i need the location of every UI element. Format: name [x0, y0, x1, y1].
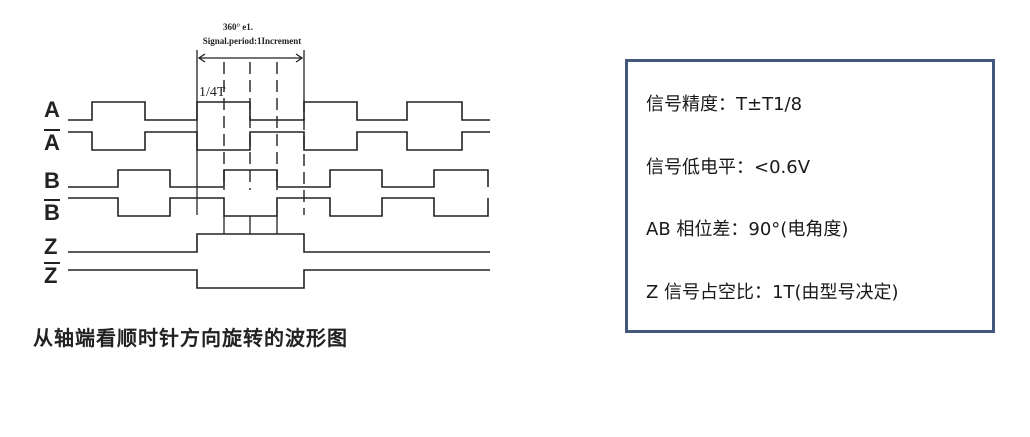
waveform-diagram: 360° e1. Signal.period:1Increment 1/4T A…: [44, 22, 490, 289]
spec-label: Z 信号占空比：: [646, 282, 773, 303]
waveform-z: [68, 233, 490, 253]
spec-phase-difference: AB 相位差：90°(电角度): [646, 215, 848, 241]
spec-z-duty-cycle: Z 信号占空比：1T(由型号决定): [646, 278, 899, 304]
waveform-b: [68, 169, 489, 188]
spec-value: 90°(电角度): [748, 219, 849, 240]
spec-label: AB 相位差：: [646, 219, 749, 240]
signal-label-a-bar: A: [44, 130, 60, 155]
diagram-caption: 从轴端看顺时针方向旋转的波形图: [33, 326, 348, 350]
spec-value: <0.6V: [754, 157, 811, 178]
period-annotation-line2: Signal.period:1Increment: [203, 36, 302, 46]
waveform-z-bar: [68, 269, 490, 289]
spec-value: 1T(由型号决定): [772, 282, 899, 303]
spec-label: 信号低电平：: [646, 157, 754, 178]
waveform-a: [68, 101, 490, 121]
spec-signal-accuracy: 信号精度：T±T1/8: [646, 90, 802, 116]
z-pulse-markers: [223, 216, 278, 234]
waveform-b-bar: [68, 197, 489, 217]
spec-label: 信号精度：: [646, 94, 736, 115]
phase-guide-lines: [223, 62, 305, 215]
spec-panel: 信号精度：T±T1/8 信号低电平：<0.6V AB 相位差：90°(电角度) …: [625, 59, 995, 333]
quarter-period-label: 1/4T: [199, 85, 226, 100]
signal-label-b-bar: B: [44, 200, 60, 225]
signal-label-z-bar: Z: [44, 263, 57, 288]
waveform-a-bar: [68, 131, 490, 151]
signal-label-a: A: [44, 97, 60, 122]
signal-label-z: Z: [44, 234, 57, 259]
spec-low-level: 信号低电平：<0.6V: [646, 153, 810, 179]
period-annotation-line1: 360° e1.: [223, 22, 253, 32]
signal-label-b: B: [44, 168, 60, 193]
spec-value: T±T1/8: [736, 94, 803, 115]
